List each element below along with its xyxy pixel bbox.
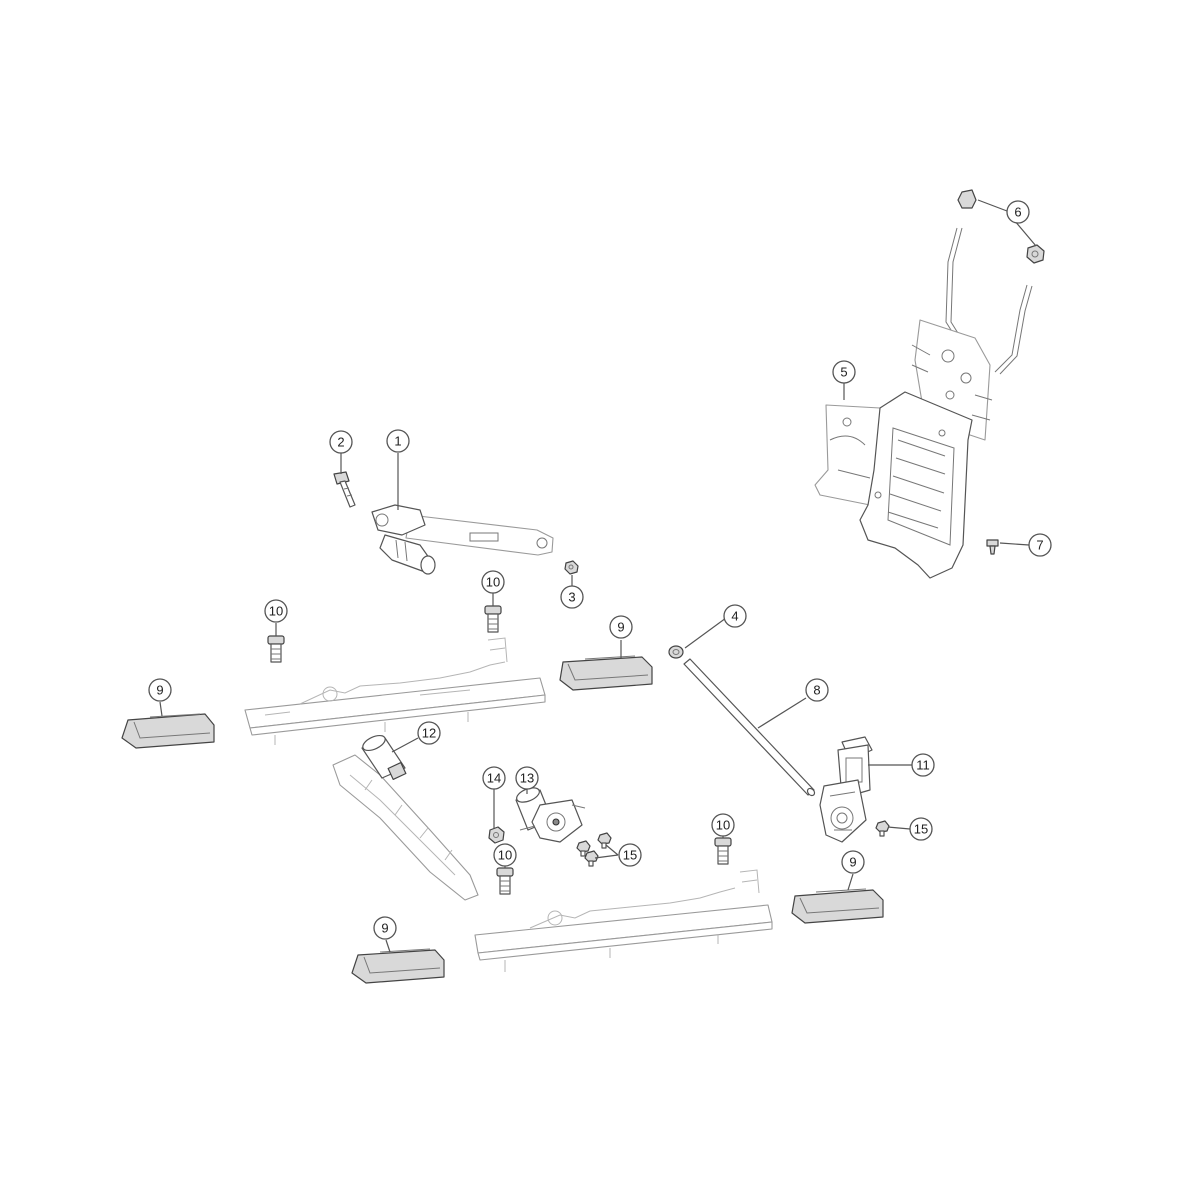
push-clip	[986, 539, 999, 555]
upper-seat-rail	[244, 637, 546, 745]
svg-text:14: 14	[487, 771, 501, 786]
lower-seat-rail	[474, 869, 773, 972]
callout-8: 8	[805, 678, 829, 702]
callouts: 1 2 3 4 5 6 7 8 9 9 9 9 10 10 10 10 11 1…	[148, 200, 1052, 940]
rail-end-caps	[121, 655, 884, 984]
callout-9-d: 9	[841, 850, 865, 874]
callout-10-a: 10	[264, 599, 288, 623]
svg-text:10: 10	[486, 575, 500, 590]
callout-10-c: 10	[493, 843, 517, 867]
bolt-10-b	[484, 605, 502, 633]
svg-text:15: 15	[914, 822, 928, 837]
svg-text:13: 13	[520, 771, 534, 786]
bolts-part-10	[267, 605, 732, 895]
svg-text:10: 10	[716, 818, 730, 833]
height-motor-part-12	[361, 734, 407, 780]
svg-text:10: 10	[269, 604, 283, 619]
leader-lines	[159, 199, 1037, 953]
svg-text:9: 9	[381, 921, 388, 936]
svg-text:8: 8	[813, 683, 820, 698]
callout-11: 11	[911, 753, 935, 777]
callout-5: 5	[832, 360, 856, 384]
callout-12: 12	[417, 721, 441, 745]
svg-text:10: 10	[498, 848, 512, 863]
screw-15-d	[875, 820, 890, 837]
svg-text:9: 9	[617, 620, 624, 635]
bolt-10-d	[714, 837, 732, 865]
callout-9-c: 9	[373, 916, 397, 940]
callout-15-b: 15	[909, 817, 933, 841]
callout-14: 14	[482, 766, 506, 790]
nut-part-3	[564, 560, 579, 575]
callout-10-d: 10	[711, 813, 735, 837]
end-cap-a	[121, 713, 215, 749]
callout-6: 6	[1006, 200, 1030, 224]
svg-text:9: 9	[849, 855, 856, 870]
svg-text:11: 11	[916, 758, 930, 773]
gear-motor-part-13	[515, 787, 586, 843]
screw-15-c	[584, 850, 599, 867]
svg-text:7: 7	[1036, 538, 1043, 553]
bolt-10-a	[267, 635, 285, 663]
callout-4: 4	[723, 604, 747, 628]
callout-15-a: 15	[618, 843, 642, 867]
callout-2: 2	[329, 430, 353, 454]
screw-15-b	[597, 832, 612, 849]
callout-10-b: 10	[481, 570, 505, 594]
clip-parts	[957, 189, 1045, 264]
bolt-10-c	[496, 867, 514, 895]
svg-text:6: 6	[1014, 205, 1021, 220]
screw-15-a	[576, 840, 591, 857]
torque-rod-part-8	[683, 658, 816, 797]
end-cap-d	[791, 888, 884, 924]
svg-text:3: 3	[568, 590, 575, 605]
end-cap-c	[351, 948, 445, 984]
callout-1: 1	[386, 429, 410, 453]
svg-text:5: 5	[840, 365, 847, 380]
track-motor-part-11	[819, 736, 873, 843]
callout-9-b: 9	[609, 615, 633, 639]
nut-part-14	[488, 826, 505, 844]
screws-part-15	[576, 820, 890, 867]
svg-text:4: 4	[731, 609, 738, 624]
callout-3: 3	[560, 585, 584, 609]
callout-13: 13	[515, 766, 539, 790]
recliner-motor-assembly	[371, 504, 554, 575]
seat-side-link	[332, 754, 479, 901]
seat-frame-panel	[814, 227, 1033, 579]
svg-text:2: 2	[337, 435, 344, 450]
washer-part-4	[668, 645, 684, 659]
svg-text:9: 9	[156, 683, 163, 698]
svg-text:15: 15	[623, 848, 637, 863]
end-cap-b	[559, 655, 653, 691]
callout-9-a: 9	[148, 678, 172, 702]
bolt-part-2	[333, 471, 356, 508]
svg-text:1: 1	[394, 434, 401, 449]
callout-7: 7	[1028, 533, 1052, 557]
svg-text:12: 12	[422, 726, 436, 741]
